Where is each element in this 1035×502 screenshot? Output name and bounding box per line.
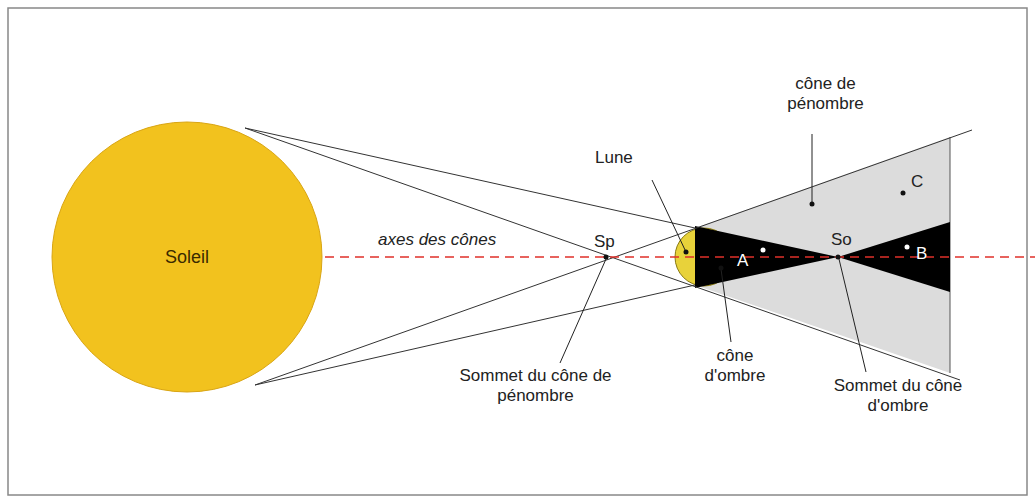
point-label: So <box>831 230 861 250</box>
axis-label: axes des cônes <box>378 230 518 250</box>
sun-circle: Soleil <box>51 121 323 393</box>
moon-label: Lune <box>595 148 655 168</box>
region-label: cône de pénombre <box>778 74 873 114</box>
callout-label: Sommet du cône d'ombre <box>828 376 968 416</box>
point-label: C <box>911 172 931 192</box>
point-label: Sp <box>594 232 624 252</box>
leader-lines <box>560 134 866 372</box>
sun-label: Soleil <box>51 247 323 268</box>
cone-axis <box>325 256 1035 258</box>
point-label: B <box>916 244 936 264</box>
light-rays <box>245 128 972 385</box>
region-label: cône d'ombre <box>700 346 770 386</box>
penumbra-cone <box>695 137 950 373</box>
point-label: A <box>737 251 757 271</box>
frame <box>8 8 1027 495</box>
callout-label: Sommet du cône de pénombre <box>448 366 623 406</box>
leader-dots <box>604 191 906 271</box>
